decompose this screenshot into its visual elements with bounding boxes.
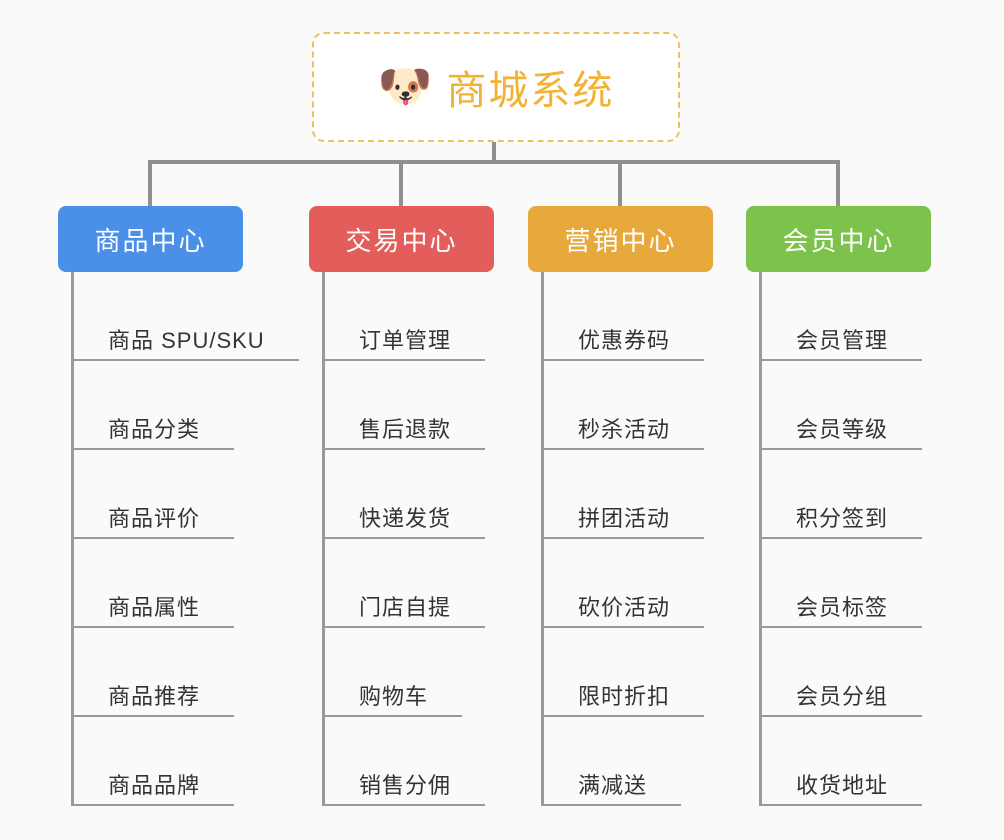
connector-horizontal-bus <box>148 160 840 164</box>
list-item-label: 收货地址 <box>759 768 923 806</box>
branch-header-2[interactable]: 交易中心 <box>309 206 494 272</box>
branch-column-2: 交易中心 订单管理 售后退款 快递发货 门店自提 购物车 销售分佣 <box>309 206 509 806</box>
dog-face-icon: 🐶 <box>377 62 433 111</box>
list-item[interactable]: 商品推荐 <box>71 628 278 717</box>
connector-drop-branch-1 <box>148 160 152 206</box>
list-item[interactable]: 门店自提 <box>322 539 509 628</box>
branch-header-label-4: 会员中心 <box>782 225 895 256</box>
connector-drop-branch-3 <box>618 160 622 206</box>
list-item[interactable]: 限时折扣 <box>541 628 728 717</box>
branch-column-4: 会员中心 会员管理 会员等级 积分签到 会员标签 会员分组 收货地址 <box>746 206 946 806</box>
branch-list-2: 订单管理 售后退款 快递发货 门店自提 购物车 销售分佣 <box>322 272 509 806</box>
list-item-label: 商品分类 <box>71 412 235 450</box>
list-item[interactable]: 商品 SPU/SKU <box>71 272 299 361</box>
branch-list-4: 会员管理 会员等级 积分签到 会员标签 会员分组 收货地址 <box>759 272 946 806</box>
list-item-label: 会员等级 <box>759 412 923 450</box>
list-item[interactable]: 拼团活动 <box>541 450 728 539</box>
list-item-label: 销售分佣 <box>322 768 486 806</box>
list-item[interactable]: 售后退款 <box>322 361 509 450</box>
list-item-label: 积分签到 <box>759 501 923 539</box>
list-item-label: 砍价活动 <box>541 590 705 628</box>
branch-header-label-3: 营销中心 <box>564 225 677 256</box>
branch-header-label-1: 商品中心 <box>94 225 207 256</box>
list-item-label: 优惠券码 <box>541 323 705 361</box>
list-item[interactable]: 商品属性 <box>71 539 278 628</box>
connector-drop-branch-4 <box>836 160 840 206</box>
list-item-label: 门店自提 <box>322 590 486 628</box>
branch-list-1: 商品 SPU/SKU 商品分类 商品评价 商品属性 商品推荐 商品品牌 <box>71 272 299 806</box>
list-item[interactable]: 优惠券码 <box>541 272 728 361</box>
list-item-label: 购物车 <box>322 679 463 717</box>
connector-drop-branch-2 <box>399 160 403 206</box>
list-item[interactable]: 会员管理 <box>759 272 946 361</box>
list-item[interactable]: 收货地址 <box>759 717 946 806</box>
list-item[interactable]: 秒杀活动 <box>541 361 728 450</box>
list-item[interactable]: 订单管理 <box>322 272 509 361</box>
branch-header-4[interactable]: 会员中心 <box>746 206 931 272</box>
list-item-label: 会员标签 <box>759 590 923 628</box>
list-item[interactable]: 积分签到 <box>759 450 946 539</box>
list-item[interactable]: 商品分类 <box>71 361 278 450</box>
branch-header-label-2: 交易中心 <box>345 225 458 256</box>
list-item[interactable]: 砍价活动 <box>541 539 728 628</box>
branch-column-3: 营销中心 优惠券码 秒杀活动 拼团活动 砍价活动 限时折扣 满减送 <box>528 206 728 806</box>
branch-header-3[interactable]: 营销中心 <box>528 206 713 272</box>
list-item[interactable]: 商品评价 <box>71 450 278 539</box>
list-item[interactable]: 购物车 <box>322 628 509 717</box>
list-item-label: 商品推荐 <box>71 679 235 717</box>
list-item-label: 秒杀活动 <box>541 412 705 450</box>
list-item-label: 快递发货 <box>322 501 486 539</box>
root-node-shopping-mall-system[interactable]: 🐶 商城系统 <box>312 32 680 142</box>
list-item-label: 商品 SPU/SKU <box>71 323 299 361</box>
list-item[interactable]: 满减送 <box>541 717 728 806</box>
list-item[interactable]: 会员分组 <box>759 628 946 717</box>
list-item-label: 商品属性 <box>71 590 235 628</box>
root-node-title: 商城系统 <box>446 69 615 113</box>
list-item-label: 拼团活动 <box>541 501 705 539</box>
list-item[interactable]: 商品品牌 <box>71 717 278 806</box>
list-item-label: 商品品牌 <box>71 768 235 806</box>
list-item[interactable]: 销售分佣 <box>322 717 509 806</box>
branch-list-3: 优惠券码 秒杀活动 拼团活动 砍价活动 限时折扣 满减送 <box>541 272 728 806</box>
list-item-label: 限时折扣 <box>541 679 705 717</box>
branch-header-1[interactable]: 商品中心 <box>58 206 243 272</box>
list-item-label: 会员管理 <box>759 323 923 361</box>
list-item-label: 满减送 <box>541 768 682 806</box>
list-item[interactable]: 会员标签 <box>759 539 946 628</box>
list-item[interactable]: 快递发货 <box>322 450 509 539</box>
list-item-label: 会员分组 <box>759 679 923 717</box>
list-item-label: 商品评价 <box>71 501 235 539</box>
list-item[interactable]: 会员等级 <box>759 361 946 450</box>
branch-column-1: 商品中心 商品 SPU/SKU 商品分类 商品评价 商品属性 商品推荐 商品品牌 <box>58 206 299 806</box>
list-item-label: 订单管理 <box>322 323 486 361</box>
connector-root-stem <box>492 142 496 164</box>
list-item-label: 售后退款 <box>322 412 486 450</box>
